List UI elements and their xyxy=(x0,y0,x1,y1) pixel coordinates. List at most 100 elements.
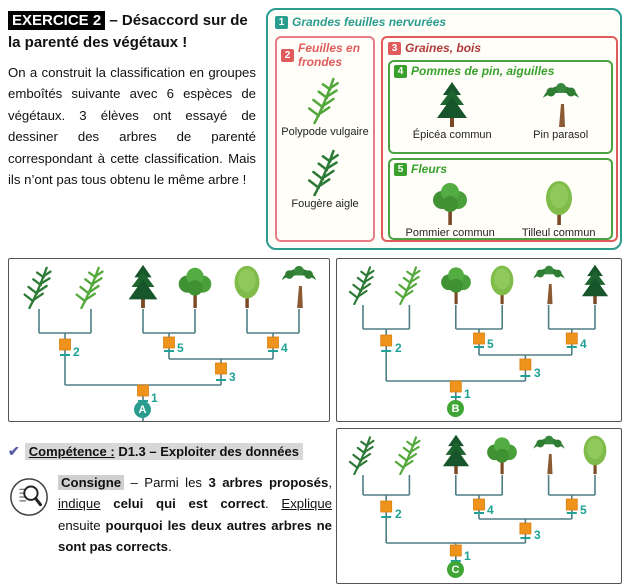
group3-box: 3 Graines, bois 4 Pommes de pin, aiguill… xyxy=(381,36,618,242)
consigne-block: Consigne – Parmi les 3 arbres proposés, … xyxy=(8,472,332,558)
consigne-text: Consigne – Parmi les 3 arbres proposés, … xyxy=(58,472,332,558)
tree-b-node-1: 1 xyxy=(464,387,471,401)
tree-c-box: 2 4 5 3 1 C xyxy=(336,428,622,584)
tree-a-node-4: 4 xyxy=(281,341,288,355)
tree-b-taxa xyxy=(337,259,621,305)
fern-aigle-icon xyxy=(343,263,383,305)
pommier-icon xyxy=(482,433,522,475)
fern-aigle-icon xyxy=(343,433,383,475)
species-fern-polypode: Polypode vulgaire xyxy=(281,73,369,139)
pin-icon xyxy=(277,263,321,309)
group2-title: 2 Feuilles en frondes xyxy=(281,41,369,69)
tilleul-icon xyxy=(575,433,615,475)
competence-line: ✔ Compétence : D1.3 – Exploiter des donn… xyxy=(8,443,332,460)
character-node-squares xyxy=(380,498,578,557)
tree-b-node-2: 2 xyxy=(395,341,402,355)
tree-b-node-4: 4 xyxy=(580,337,587,351)
consigne-body: – Parmi les 3 arbres proposés, indique c… xyxy=(58,475,333,555)
tree-b-box: 2 5 4 3 1 B xyxy=(336,258,622,422)
tree-c-node-4: 4 xyxy=(487,503,494,517)
group2-number: 2 xyxy=(281,48,294,62)
species-epicea: Épicéa commun xyxy=(413,80,492,142)
competence-text: Compétence : D1.3 – Exploiter des donnée… xyxy=(24,443,303,460)
tree-c-node-5: 5 xyxy=(580,503,587,517)
group3-number: 3 xyxy=(388,41,401,55)
character-node-squares xyxy=(380,332,578,393)
group3-label: Graines, bois xyxy=(405,41,482,55)
tree-b-diagram xyxy=(362,305,596,417)
tick-marks xyxy=(381,512,577,562)
species-name: Épicéa commun xyxy=(412,129,492,141)
group1-number: 1 xyxy=(275,15,288,29)
group5-number: 5 xyxy=(394,162,407,176)
fern-aigle-icon xyxy=(17,263,61,309)
species-name: Pin parasol xyxy=(533,129,589,141)
group4-species: Épicéa commun Pin parasol xyxy=(392,80,609,142)
tree-b-node-5: 5 xyxy=(487,337,494,351)
group1-title: 1 Grandes feuilles nervurées xyxy=(275,15,613,29)
fern-polypode-icon xyxy=(389,263,429,305)
group5-title: 5 Fleurs xyxy=(394,162,607,176)
group5-species: Pommier commun Tilleul commun xyxy=(392,178,609,240)
species-fern-aigle: Fougère aigle xyxy=(291,145,359,211)
tree-a-node-3: 3 xyxy=(229,370,236,384)
character-node-squares xyxy=(59,336,279,397)
exercise-tag: EXERCICE 2 xyxy=(8,11,106,30)
tree-a-node-5: 5 xyxy=(177,341,184,355)
tree-c-node-1: 1 xyxy=(464,549,471,563)
tilleul-icon xyxy=(482,263,522,305)
consigne-tag: Consigne xyxy=(58,475,125,490)
group3-title: 3 Graines, bois xyxy=(388,41,611,55)
pin-icon xyxy=(529,263,569,305)
branch-lines xyxy=(362,305,596,417)
tree-a-node-1: 1 xyxy=(151,391,158,405)
group5-label: Fleurs xyxy=(411,162,448,176)
species-pin: Pin parasol xyxy=(533,80,588,142)
tick-marks xyxy=(381,346,577,398)
tree-a-badge: A xyxy=(134,401,151,418)
group4-label: Pommes de pin, aiguilles xyxy=(411,64,555,78)
species-name: Polypode vulgaire xyxy=(281,126,369,138)
tree-c-node-3: 3 xyxy=(534,528,541,542)
tree-b-node-3: 3 xyxy=(534,366,541,380)
fern-polypode-icon xyxy=(69,263,113,309)
group4-box: 4 Pommes de pin, aiguilles Épicéa commun… xyxy=(388,60,613,154)
group4-number: 4 xyxy=(394,64,407,78)
branch-lines xyxy=(38,309,300,421)
tree-a-node-2: 2 xyxy=(73,345,80,359)
group2-label: Feuilles en frondes xyxy=(298,41,361,69)
pommier-icon xyxy=(436,263,476,305)
magnifier-icon xyxy=(10,478,48,516)
exercise-header: EXERCICE 2 – Désaccord sur de la parenté… xyxy=(8,10,254,54)
tree-c-diagram xyxy=(362,475,596,575)
pin-icon xyxy=(529,433,569,475)
epicea-icon xyxy=(121,263,165,309)
epicea-icon xyxy=(436,433,476,475)
epicea-icon xyxy=(575,263,615,305)
check-icon: ✔ xyxy=(8,443,20,459)
branch-lines xyxy=(362,475,596,575)
fern-polypode-icon xyxy=(389,433,429,475)
species-tilleul: Tilleul commun xyxy=(521,178,596,240)
tree-c-badge: C xyxy=(447,561,464,578)
tree-a-taxa xyxy=(9,259,329,309)
tree-a-box: 2 5 4 3 1 A xyxy=(8,258,330,422)
competence-value: D1.3 – Exploiter des données xyxy=(114,444,299,459)
species-name: Tilleul commun xyxy=(521,227,596,239)
tree-c-node-2: 2 xyxy=(395,507,402,521)
exercise-title: – Désaccord sur de la parenté des végéta… xyxy=(8,12,248,51)
tree-c-taxa xyxy=(337,429,621,475)
tree-b-badge: B xyxy=(447,400,464,417)
group5-box: 5 Fleurs Pommier commun Tilleul commun xyxy=(388,158,613,240)
group4-title: 4 Pommes de pin, aiguilles xyxy=(394,64,607,78)
competence-label: Compétence : xyxy=(28,444,115,459)
tilleul-icon xyxy=(225,263,269,309)
species-name: Fougère aigle xyxy=(291,197,359,210)
species-name: Pommier commun xyxy=(405,227,495,239)
classification-box: 1 Grandes feuilles nervurées 2 Feuilles … xyxy=(266,8,622,250)
tree-a-diagram xyxy=(38,309,300,421)
species-pommier: Pommier commun xyxy=(406,178,495,240)
